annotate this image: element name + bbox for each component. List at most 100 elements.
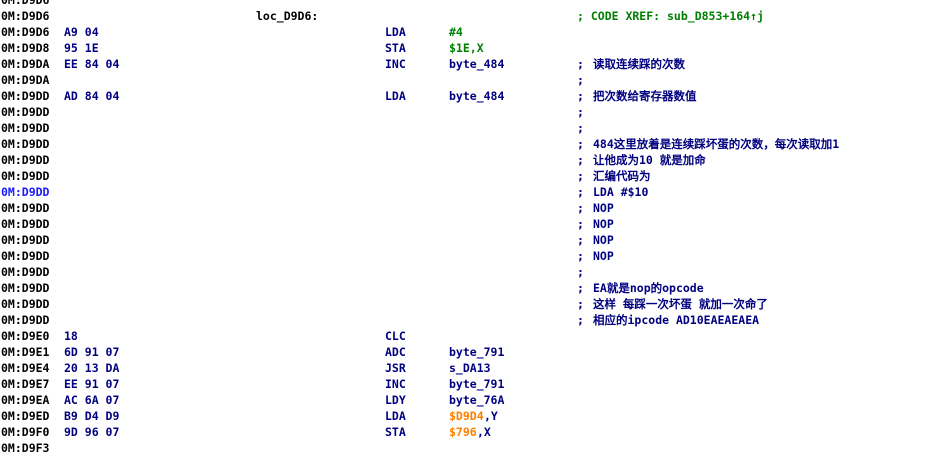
address[interactable]: 0M:D9F3 (1, 441, 50, 455)
address[interactable]: 0M:D9DA (1, 73, 50, 87)
listing-row[interactable]: 0M:D9DD;EA就是nop的opcode (0, 280, 941, 296)
operand[interactable]: byte_484 (449, 89, 505, 103)
operand[interactable]: $796 (449, 425, 477, 439)
address[interactable]: 0M:D9D6 (1, 25, 50, 39)
address[interactable]: 0M:D9DD (1, 105, 50, 119)
mnemonic[interactable]: STA (385, 425, 406, 439)
comment-text: NOP (593, 233, 614, 247)
mnemonic[interactable]: ADC (385, 345, 406, 359)
listing-row[interactable]: 0M:D9DD;让他成为10 就是加命 (0, 152, 941, 168)
listing-row[interactable]: 0M:D9DD; (0, 264, 941, 280)
code-label[interactable]: loc_D9D6: (256, 9, 319, 23)
operand[interactable]: byte_791 (449, 345, 505, 359)
listing-row[interactable]: 0M:D9F3 (0, 440, 941, 456)
comment-text: NOP (593, 217, 614, 231)
address[interactable]: 0M:D9DD (1, 153, 50, 167)
address[interactable]: 0M:D9DD (1, 249, 50, 263)
address[interactable]: 0M:D9DD (1, 265, 50, 279)
opcode-bytes: 18 (64, 329, 78, 343)
address[interactable]: 0M:D9DD (1, 137, 50, 151)
address[interactable]: 0M:D9DD (1, 201, 50, 215)
address[interactable]: 0M:D9DD (1, 217, 50, 231)
address[interactable]: 0M:D9E0 (1, 329, 50, 343)
listing-row[interactable]: 0M:D9DD; (0, 104, 941, 120)
listing-row[interactable]: 0M:D9DD;相应的ipcode AD10EAEAEAEA (0, 312, 941, 328)
comment-text: NOP (593, 249, 614, 263)
comment-marker: ; (577, 137, 584, 151)
address[interactable]: 0M:D9D8 (1, 41, 50, 55)
listing-row[interactable]: 0M:D9DD;NOP (0, 200, 941, 216)
listing-row[interactable]: 0M:D9D8 95 1E STA $1E,X (0, 40, 941, 56)
address[interactable]: 0M:D9E4 (1, 361, 50, 375)
operand[interactable]: s_DA13 (449, 361, 491, 375)
operand[interactable]: byte_791 (449, 377, 505, 391)
mnemonic[interactable]: LDY (385, 393, 406, 407)
comment-text: LDA #$10 (593, 185, 649, 199)
listing-row[interactable]: 0M:D9E0 18 CLC (0, 328, 941, 344)
opcode-bytes: 95 1E (64, 41, 99, 55)
mnemonic[interactable]: LDA (385, 409, 406, 423)
address[interactable]: 0M:D9E7 (1, 377, 50, 391)
listing-row[interactable]: 0M:D9DD; NOP (0, 232, 941, 248)
address[interactable]: 0M:D9DD (1, 185, 50, 199)
listing-row[interactable]: 0M:D9DD;NOP (0, 248, 941, 264)
listing-row[interactable]: 0M:D9DD; (0, 120, 941, 136)
listing-row[interactable]: 0M:D9DA; (0, 72, 941, 88)
listing-row[interactable]: 0M:D9DD;484这里放着是连续踩坏蛋的次数，每次读取加1 (0, 136, 941, 152)
address[interactable]: 0M:D9DD (1, 233, 50, 247)
address[interactable]: 0M:D9D6 (1, 9, 50, 23)
comment-marker: ; (577, 281, 584, 295)
opcode-bytes: 6D 91 07 (64, 345, 120, 359)
operand-suffix: ,X (477, 425, 491, 439)
address[interactable]: 0M:D9EA (1, 393, 50, 407)
address[interactable]: 0M:D9DD (1, 121, 50, 135)
address[interactable]: 0M:D9DA (1, 57, 50, 71)
operand[interactable]: $1E,X (449, 41, 484, 55)
mnemonic[interactable]: LDA (385, 25, 406, 39)
comment-marker: ; (577, 233, 584, 247)
opcode-bytes: EE 84 04 (64, 57, 120, 71)
address[interactable]: 0M:D9D6 (1, 0, 50, 7)
address[interactable]: 0M:D9DD (1, 281, 50, 295)
listing-row[interactable]: 0M:D9D6 (0, 0, 941, 8)
comment-marker: ; (577, 121, 584, 135)
listing-row[interactable]: 0M:D9F0 9D 96 07 STA $796,X (0, 424, 941, 440)
address[interactable]: 0M:D9DD (1, 89, 50, 103)
mnemonic[interactable]: INC (385, 377, 406, 391)
operand[interactable]: byte_484 (449, 57, 505, 71)
code-xref-comment[interactable]: ; CODE XREF: sub_D853+164↑j (577, 9, 764, 23)
operand[interactable]: byte_76A (449, 393, 505, 407)
listing-row[interactable]: 0M:D9DD;NOP (0, 216, 941, 232)
comment-marker: ; (577, 265, 584, 279)
address[interactable]: 0M:D9DD (1, 313, 50, 327)
mnemonic[interactable]: STA (385, 41, 406, 55)
comment-text: NOP (593, 201, 614, 215)
listing-row[interactable]: 0M:D9DD;这样 每踩一次坏蛋 就加一次命了 (0, 296, 941, 312)
listing-row[interactable]: 0M:D9D6 loc_D9D6: ; CODE XREF: sub_D853+16… (0, 8, 941, 24)
opcode-bytes: 9D 96 07 (64, 425, 120, 439)
address[interactable]: 0M:D9DD (1, 297, 50, 311)
address[interactable]: 0M:D9ED (1, 409, 50, 423)
address[interactable]: 0M:D9DD (1, 169, 50, 183)
mnemonic[interactable]: LDA (385, 89, 406, 103)
operand[interactable]: #4 (449, 25, 463, 39)
listing-row[interactable]: 0M:D9DD; LDA #$10 (0, 184, 941, 200)
mnemonic[interactable]: INC (385, 57, 406, 71)
listing-row[interactable]: 0M:D9E1 6D 91 07 ADC byte_791 (0, 344, 941, 360)
operand[interactable]: $D9D4 (449, 409, 484, 423)
address[interactable]: 0M:D9F0 (1, 425, 50, 439)
listing-row[interactable]: 0M:D9DD;汇编代码为 (0, 168, 941, 184)
comment-text: 把次数给寄存器数值 (593, 89, 697, 103)
address[interactable]: 0M:D9E1 (1, 345, 50, 359)
comment-marker: ; (577, 185, 584, 199)
mnemonic[interactable]: CLC (385, 329, 406, 343)
mnemonic[interactable]: JSR (385, 361, 406, 375)
